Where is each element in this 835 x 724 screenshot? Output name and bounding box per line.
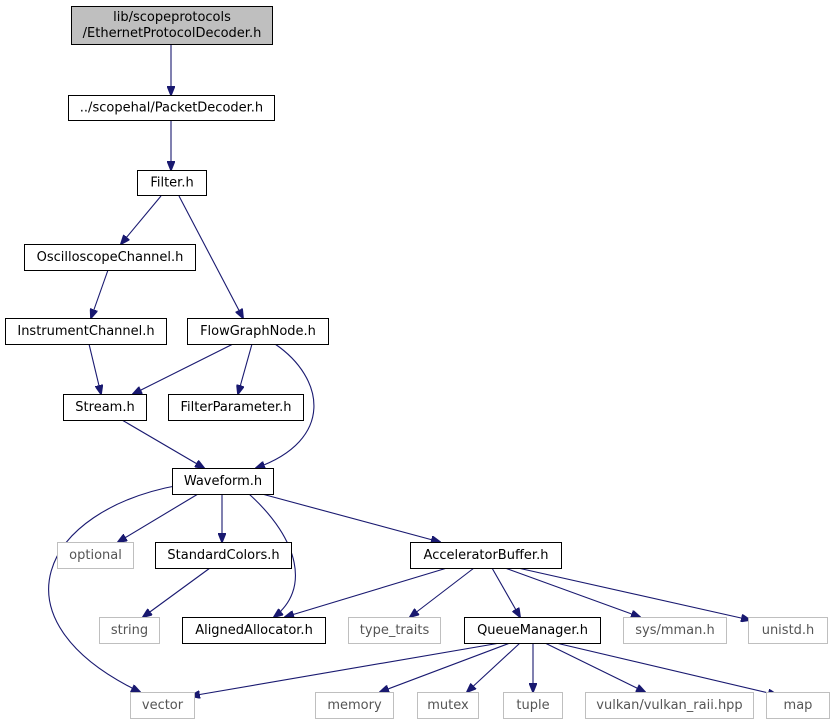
edge-acceleratorbuffer-to-type_traits bbox=[410, 567, 475, 617]
node-box bbox=[99, 617, 160, 644]
node-queuemanager[interactable]: QueueManager.h bbox=[464, 617, 601, 644]
edge-queuemanager-to-mutex bbox=[467, 642, 521, 692]
node-box bbox=[585, 692, 754, 719]
node-label: InstrumentChannel.h bbox=[17, 324, 154, 339]
node-label: OscilloscopeChannel.h bbox=[37, 250, 184, 265]
node-box bbox=[24, 244, 196, 271]
node-box bbox=[137, 170, 207, 196]
node-label: unistd.h bbox=[762, 623, 815, 638]
node-label: StandardColors.h bbox=[167, 548, 279, 563]
node-label: Waveform.h bbox=[184, 474, 262, 489]
node-box bbox=[5, 318, 167, 345]
node-instrumentchannel[interactable]: InstrumentChannel.h bbox=[5, 318, 167, 345]
edge-stream-to-waveform bbox=[121, 419, 204, 468]
node-label: type_traits bbox=[360, 623, 430, 638]
node-ethernet[interactable]: lib/scopeprotocols/EthernetProtocolDecod… bbox=[71, 6, 273, 45]
node-optional[interactable]: optional bbox=[57, 542, 134, 569]
node-label: sys/mman.h bbox=[635, 623, 715, 638]
node-vulkan[interactable]: vulkan/vulkan_raii.hpp bbox=[585, 692, 754, 719]
node-label: FlowGraphNode.h bbox=[200, 324, 316, 339]
edge-flowgraphnode-to-waveform bbox=[256, 343, 315, 468]
node-box bbox=[410, 542, 562, 569]
node-string[interactable]: string bbox=[99, 617, 160, 644]
node-box bbox=[187, 318, 329, 345]
edge-oscilloscopechannel-to-instrumentchannel bbox=[91, 269, 109, 318]
node-alignedallocator[interactable]: AlignedAllocator.h bbox=[182, 617, 326, 644]
node-box bbox=[168, 394, 304, 421]
edge-acceleratorbuffer-to-unistd bbox=[517, 567, 750, 620]
node-label: tuple bbox=[516, 698, 549, 713]
node-label: lib/scopeprotocols bbox=[113, 10, 231, 25]
node-oscilloscopechannel[interactable]: OscilloscopeChannel.h bbox=[24, 244, 196, 271]
edge-flowgraphnode-to-stream bbox=[133, 343, 234, 394]
node-label: mutex bbox=[427, 698, 469, 713]
edge-instrumentchannel-to-stream bbox=[88, 343, 101, 394]
node-stream[interactable]: Stream.h bbox=[63, 394, 147, 421]
node-filterparameter[interactable]: FilterParameter.h bbox=[168, 394, 304, 421]
node-box bbox=[748, 617, 828, 644]
node-box bbox=[155, 542, 292, 569]
edge-flowgraphnode-to-filterparameter bbox=[238, 343, 253, 394]
edge-queuemanager-to-map bbox=[555, 642, 777, 695]
edges-layer bbox=[48, 45, 777, 696]
node-sysmman[interactable]: sys/mman.h bbox=[623, 617, 727, 644]
node-box bbox=[766, 692, 830, 719]
node-label: string bbox=[111, 623, 148, 638]
edge-acceleratorbuffer-to-alignedallocator bbox=[285, 567, 448, 617]
node-box bbox=[182, 617, 326, 644]
node-box bbox=[68, 95, 275, 121]
node-label: Filter.h bbox=[150, 176, 193, 191]
node-mutex[interactable]: mutex bbox=[417, 692, 479, 719]
node-label: AcceleratorBuffer.h bbox=[424, 548, 549, 563]
node-box bbox=[63, 394, 147, 421]
nodes-layer: lib/scopeprotocols/EthernetProtocolDecod… bbox=[5, 6, 830, 719]
edge-filter-to-oscilloscopechannel bbox=[121, 195, 162, 244]
node-label: Stream.h bbox=[75, 400, 134, 415]
node-label: ../scopehal/PacketDecoder.h bbox=[80, 101, 263, 116]
edge-waveform-to-optional bbox=[118, 493, 199, 542]
edge-waveform-to-acceleratorbuffer bbox=[261, 493, 440, 542]
node-label: map bbox=[784, 698, 813, 713]
node-label: vulkan/vulkan_raii.hpp bbox=[596, 698, 742, 713]
edge-queuemanager-to-vulkan bbox=[544, 642, 645, 692]
node-unistd[interactable]: unistd.h bbox=[748, 617, 828, 644]
node-box bbox=[464, 617, 601, 644]
node-tuple[interactable]: tuple bbox=[503, 692, 563, 719]
node-box bbox=[57, 542, 134, 569]
node-label: QueueManager.h bbox=[477, 623, 588, 638]
node-label: memory bbox=[327, 698, 382, 713]
node-box bbox=[172, 468, 274, 495]
node-packetdecoder[interactable]: ../scopehal/PacketDecoder.h bbox=[68, 95, 275, 121]
node-vector[interactable]: vector bbox=[130, 692, 195, 719]
edge-queuemanager-to-vector bbox=[191, 642, 501, 696]
node-type_traits[interactable]: type_traits bbox=[348, 617, 441, 644]
node-waveform[interactable]: Waveform.h bbox=[172, 468, 274, 495]
node-standardcolors[interactable]: StandardColors.h bbox=[155, 542, 292, 569]
node-map[interactable]: map bbox=[766, 692, 830, 719]
node-label: /EthernetProtocolDecoder.h bbox=[83, 26, 262, 41]
node-label: AlignedAllocator.h bbox=[195, 623, 313, 638]
node-label: FilterParameter.h bbox=[180, 400, 291, 415]
node-box bbox=[623, 617, 727, 644]
node-flowgraphnode[interactable]: FlowGraphNode.h bbox=[187, 318, 329, 345]
node-memory[interactable]: memory bbox=[315, 692, 394, 719]
node-box bbox=[71, 6, 273, 45]
node-box bbox=[130, 692, 195, 719]
node-box bbox=[348, 617, 441, 644]
edge-standardcolors-to-string bbox=[143, 567, 211, 617]
node-filter[interactable]: Filter.h bbox=[137, 170, 207, 196]
node-box bbox=[503, 692, 563, 719]
edge-filter-to-flowgraphnode bbox=[178, 195, 243, 318]
node-box bbox=[315, 692, 394, 719]
edge-acceleratorbuffer-to-sysmman bbox=[504, 567, 640, 617]
node-box bbox=[417, 692, 479, 719]
node-label: optional bbox=[69, 548, 122, 563]
edge-queuemanager-to-memory bbox=[380, 642, 511, 692]
edge-acceleratorbuffer-to-queuemanager bbox=[491, 567, 520, 617]
edge-waveform-to-vector bbox=[48, 484, 181, 692]
edge-waveform-to-alignedallocator bbox=[248, 493, 296, 617]
node-acceleratorbuffer[interactable]: AcceleratorBuffer.h bbox=[410, 542, 562, 569]
node-label: vector bbox=[142, 698, 184, 713]
